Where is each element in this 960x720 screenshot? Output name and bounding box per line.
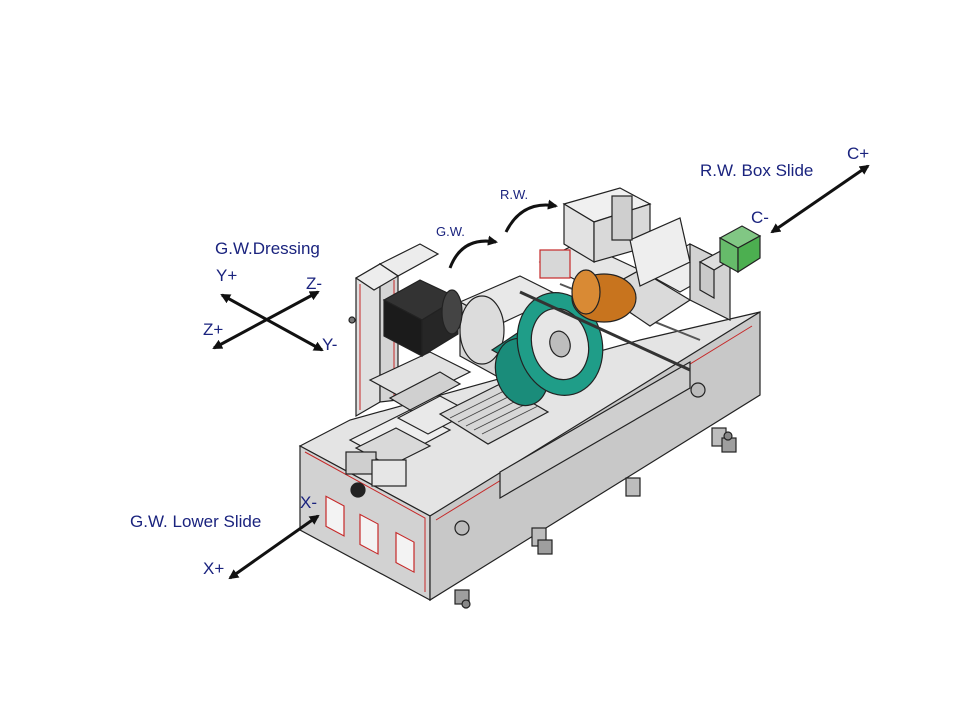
label-x-minus: X- (300, 493, 317, 512)
rw-rotation-arrow (504, 199, 558, 233)
grinding-wheel (490, 292, 604, 407)
label-gw: G.W. (436, 224, 465, 239)
rw-box (562, 187, 691, 287)
label-x-plus: X+ (203, 559, 224, 578)
rw-motor (698, 225, 762, 300)
gw-head-housing (458, 275, 562, 380)
label-c-minus: C- (751, 208, 769, 227)
grinding-machine-illustration (298, 187, 762, 609)
axis-arrows (212, 164, 870, 580)
label-z-plus: Z+ (203, 320, 223, 339)
gw-motor (382, 279, 463, 358)
c-axis-arrow (770, 164, 870, 234)
label-z-minus: Z- (306, 274, 322, 293)
label-gw-lower-slide: G.W. Lower Slide (130, 512, 261, 531)
label-y-minus: Y- (322, 335, 337, 354)
label-y-plus: Y+ (216, 266, 237, 285)
x-axis-arrow (228, 514, 320, 580)
y-axis-arrow (220, 293, 324, 352)
gw-rotation-arrow (448, 235, 498, 269)
label-rw-box-slide: R.W. Box Slide (700, 161, 813, 180)
label-rw: R.W. (500, 187, 528, 202)
label-c-plus: C+ (847, 144, 869, 163)
label-gw-dressing: G.W.Dressing (215, 239, 320, 258)
labels: G.W.Dressing Y+ Z- Z+ Y- G.W. R.W. R.W. … (130, 144, 869, 578)
dresser-slides (345, 351, 472, 498)
z-axis-arrow (212, 290, 320, 350)
